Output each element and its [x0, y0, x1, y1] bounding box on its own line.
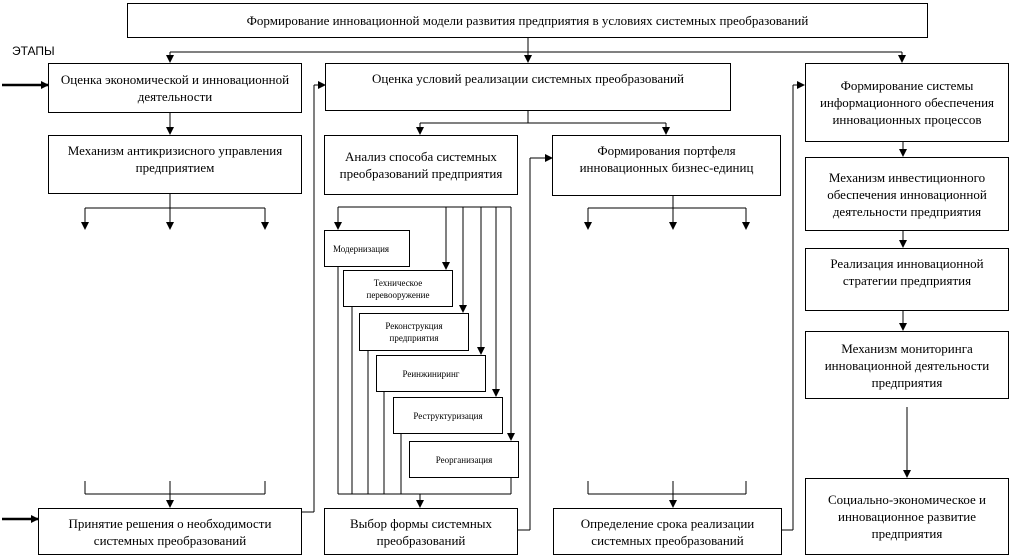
method-restructuring: Реструктуризация: [393, 397, 503, 434]
method-reengineering: Реинжиниринг: [376, 355, 486, 392]
choice-box: Выбор формы системных преобразований: [324, 508, 518, 555]
result-box: Социально-экономическое и инновационное …: [805, 478, 1009, 555]
info-system-box: Формирование системы информационного обе…: [805, 63, 1009, 142]
stages-label: ЭТАПЫ: [12, 44, 55, 58]
term-box: Определение срока реализации системных п…: [553, 508, 782, 555]
portfolio-box: Формирования портфеля инновационных бизн…: [552, 135, 781, 196]
method-modernization: Модернизация: [324, 230, 410, 267]
eval-econ-box: Оценка экономической и инновационной дея…: [48, 63, 302, 113]
analysis-box: Анализ способа системных преобразований …: [324, 135, 518, 195]
method-reorganization: Реорганизация: [409, 441, 519, 478]
title-box: Формирование инновационной модели развит…: [127, 3, 928, 38]
invest-box: Механизм инвестиционного обеспечения инн…: [805, 157, 1009, 231]
method-reconstruction: Реконструкция предприятия: [359, 313, 469, 351]
eval-conditions-box: Оценка условий реализации системных прео…: [325, 63, 731, 111]
strategy-box: Реализация инновационной стратегии предп…: [805, 248, 1009, 311]
decision-box: Принятие решения о необходимости системн…: [38, 508, 302, 555]
method-technical-reequipment: Техническое перевооружение: [343, 270, 453, 307]
anticrisis-box: Механизм антикризисного управления предп…: [48, 135, 302, 194]
monitoring-box: Механизм мониторинга инновационной деяте…: [805, 331, 1009, 399]
